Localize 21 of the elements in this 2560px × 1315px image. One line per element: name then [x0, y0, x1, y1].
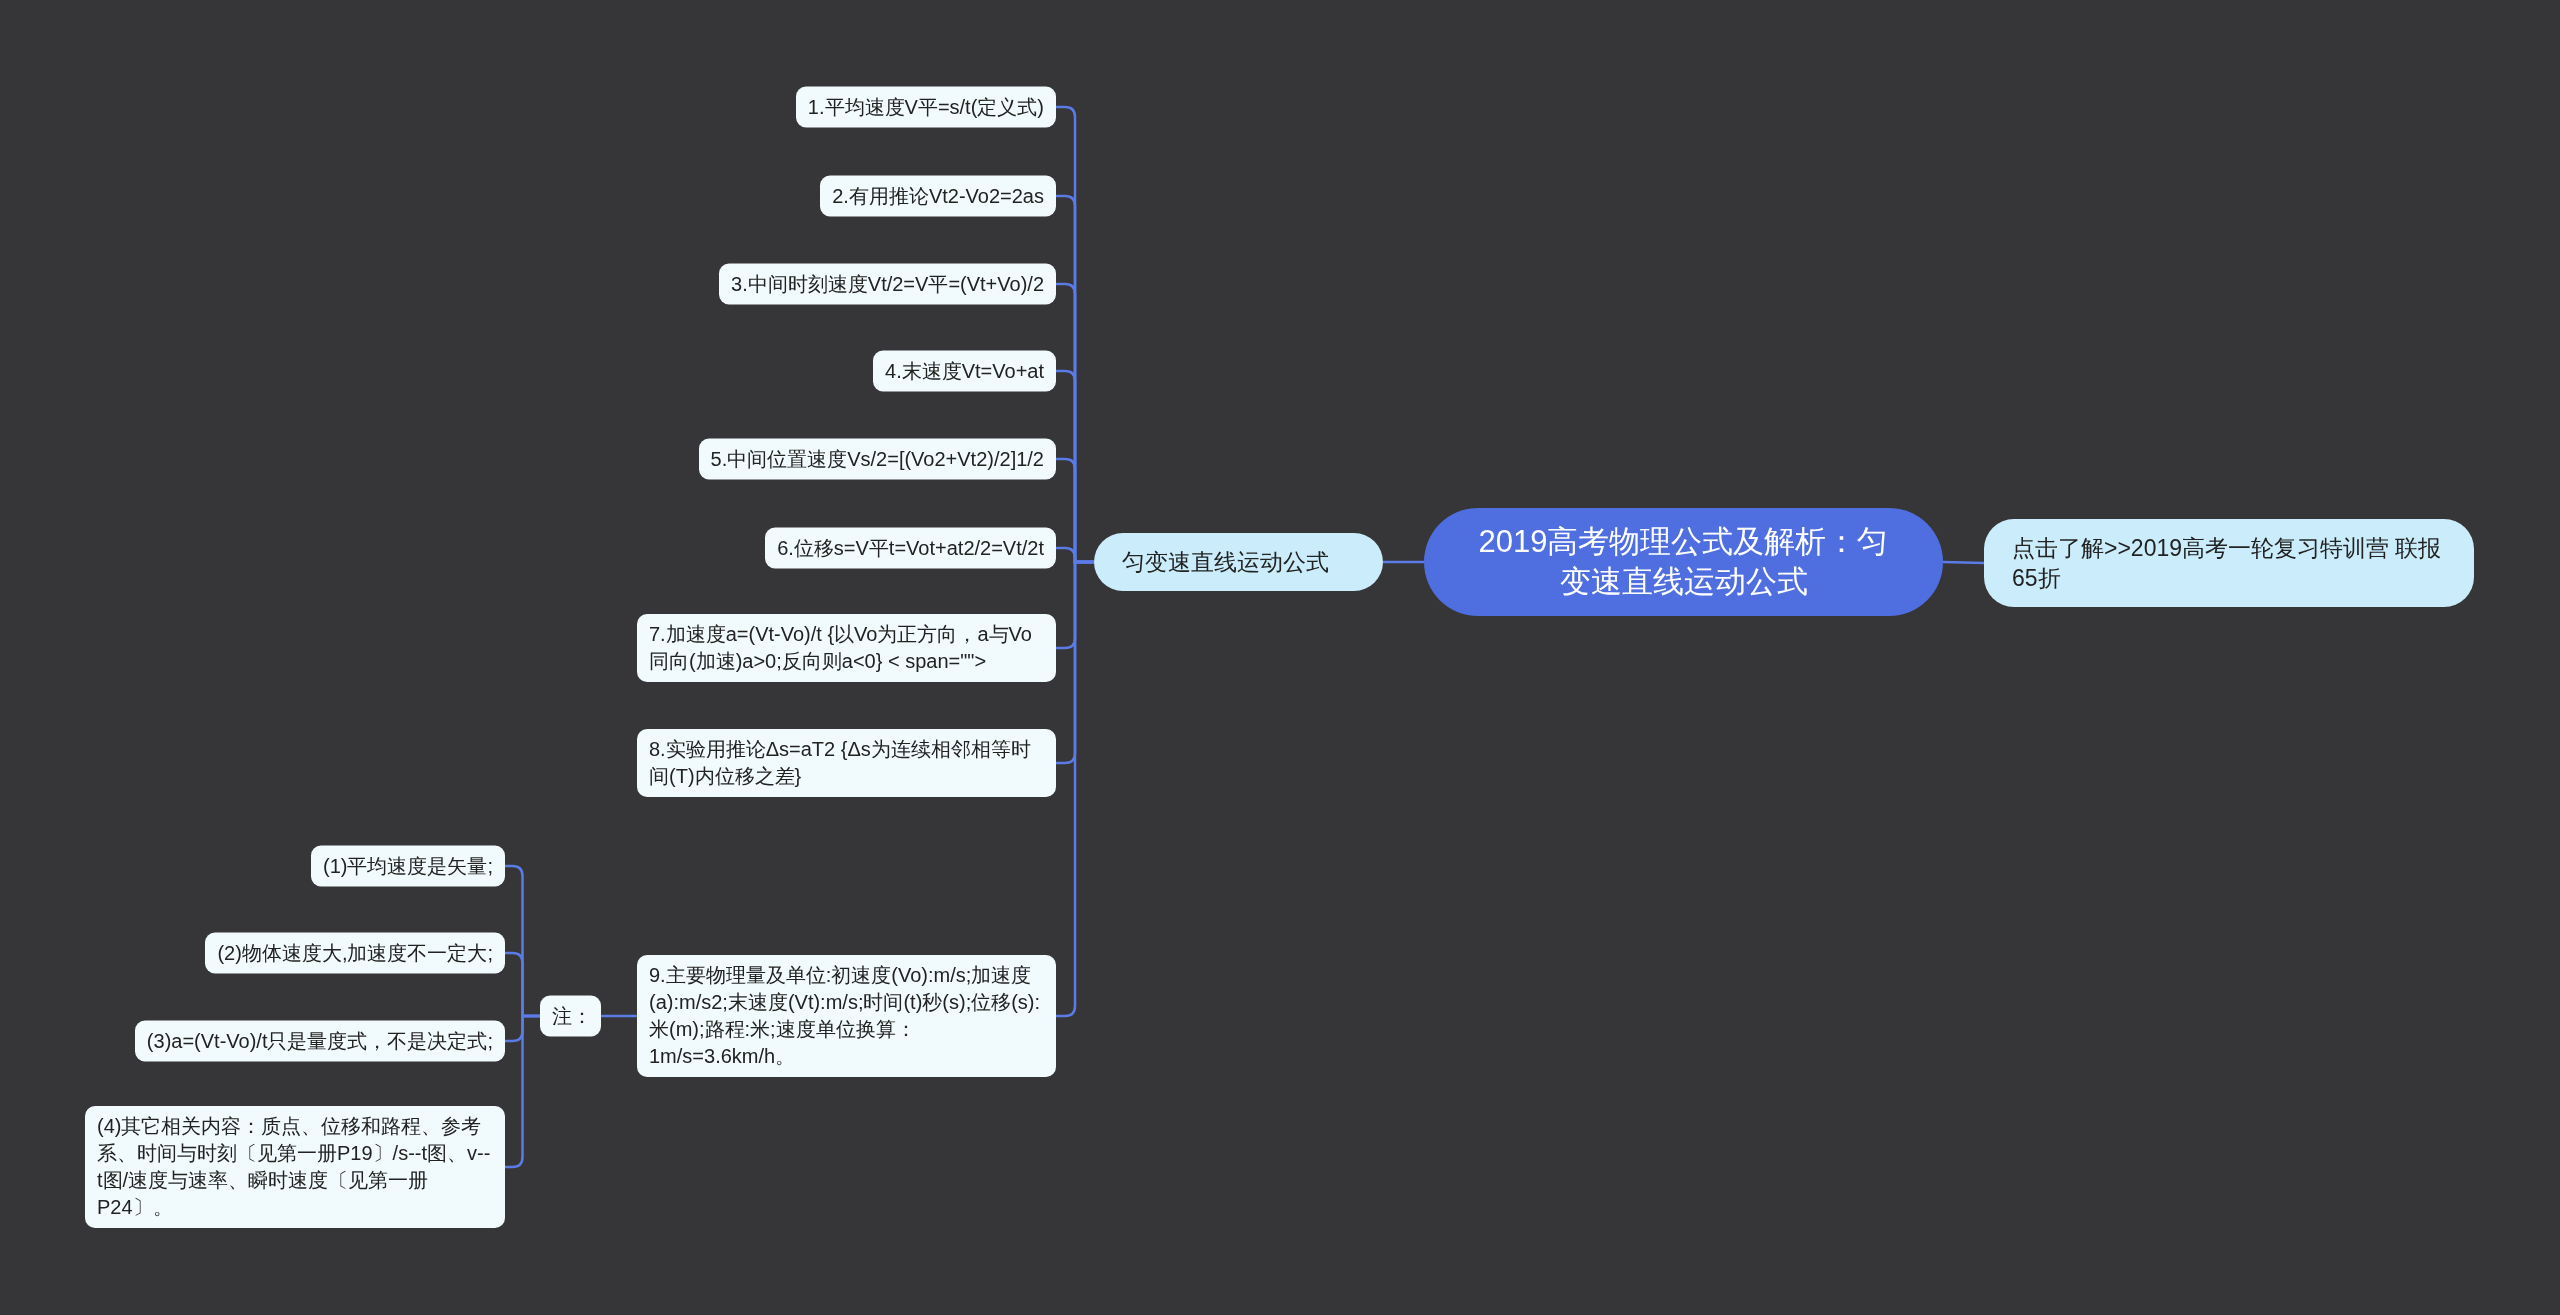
connector-line: [1383, 560, 1424, 564]
subtopic-box: (3)a=(Vt-Vo)/t只是量度式，不是决定式;: [134, 1020, 505, 1062]
subtopic-box: 5.中间位置速度Vs/2=[(Vo2+Vt2)/2]1/2: [698, 438, 1056, 480]
topic-box: 匀变速直线运动公式: [1094, 533, 1383, 591]
connector-line: [601, 1014, 637, 1018]
subtopic-box: 7.加速度a=(Vt-Vo)/t {以Vo为正方向，a与Vo同向(加速)a>0;反向则a<0} < span="">: [637, 614, 1056, 682]
subtopic-box: 4.末速度Vt=Vo+at: [873, 350, 1056, 392]
subtopic-box: 9.主要物理量及单位:初速度(Vo):m/s;加速度(a):m/s2;末速度(Vt):m/s;时间(t)秒(s);位移(s):米(m);路程:米;速度单位换算：1m/s=3.6km/h。: [637, 955, 1056, 1077]
subtopic-box: 6.位移s=V平t=Vot+at2/2=Vt/2t: [765, 527, 1056, 569]
subtopic-box: (4)其它相关内容：质点、位移和路程、参考系、时间与时刻〔见第一册P19〕/s--t图、v--t图/速度与速率、瞬时速度〔见第一册P24〕。: [85, 1106, 505, 1228]
central-topic: 2019高考物理公式及解析：匀变速直线运动公式: [1424, 508, 1943, 616]
topic-box: 点击了解>>2019高考一轮复习特训营 联报65折: [1984, 519, 2474, 607]
subtopic-box: (2)物体速度大,加速度不一定大;: [205, 932, 505, 974]
subtopic-box: 8.实验用推论Δs=aT2 {Δs为连续相邻相等时间(T)内位移之差}: [637, 729, 1056, 797]
subtopic-box: 2.有用推论Vt2-Vo2=2as: [820, 175, 1056, 217]
connector-line: [1942, 560, 1985, 565]
subtopic-box: 1.平均速度V平=s/t(定义式): [795, 86, 1056, 128]
subtopic-box: (1)平均速度是矢量;: [311, 845, 505, 887]
subtopic-box: 注：: [540, 995, 601, 1037]
subtopic-box: 3.中间时刻速度Vt/2=V平=(Vt+Vo)/2: [719, 263, 1056, 305]
connector-line: [505, 1014, 540, 1169]
